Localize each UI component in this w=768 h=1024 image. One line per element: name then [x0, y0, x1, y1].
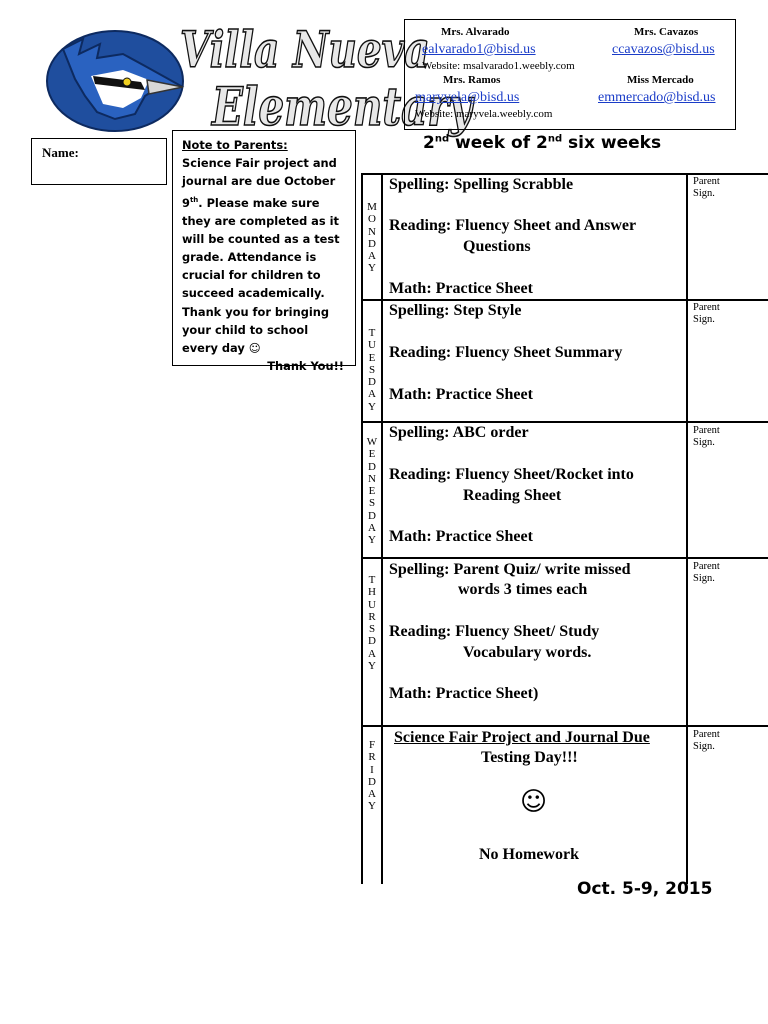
friday-no-homework: No Homework: [479, 846, 579, 863]
note-text: . Please make sure they are completed as…: [182, 195, 340, 356]
math-assignment: Math: Practice Sheet: [389, 280, 533, 297]
friday-project-due: Science Fair Project and Journal Due: [394, 729, 650, 746]
parent-signature-field[interactable]: Parent Sign.: [693, 176, 720, 199]
smiley-icon: ☺: [520, 787, 548, 817]
parent-signature-field[interactable]: Parent Sign.: [693, 425, 720, 448]
school-name-line2: Elementary: [211, 76, 473, 139]
parent-signature-field[interactable]: Parent Sign.: [693, 729, 720, 752]
week-title: 2nd week of 2nd six weeks: [423, 133, 662, 153]
teacher-name: Mrs. Cavazos: [634, 26, 699, 38]
parent-signature-field[interactable]: Parent Sign.: [693, 302, 720, 325]
teacher-name: Mrs. Alvarado: [441, 26, 510, 38]
teacher-email-link[interactable]: ccavazos@bisd.us: [612, 42, 715, 57]
teacher-email-link[interactable]: ealvarado1@bisd.us: [422, 42, 536, 57]
math-assignment: Math: Practice Sheet): [389, 685, 539, 702]
teacher-email-link[interactable]: maryvela@bisd.us: [415, 90, 520, 105]
note-title: Note to Parents:: [182, 138, 288, 152]
math-assignment: Math: Practice Sheet: [389, 386, 533, 403]
math-assignment: Math: Practice Sheet: [389, 528, 533, 545]
note-to-parents-box: Note to Parents: Science Fair project an…: [172, 130, 356, 373]
student-name-box[interactable]: Name:: [31, 138, 167, 185]
blue-jay-mascot-icon: [46, 30, 185, 132]
reading-assignment: Reading: Fluency Sheet/ Study: [389, 623, 600, 640]
reading-assignment-cont: Vocabulary words.: [463, 644, 592, 661]
spelling-assignment: Spelling: Parent Quiz/ write missed: [389, 561, 631, 578]
note-thanks: Thank You!!: [267, 359, 344, 374]
teacher-website: Website: maryvela.weebly.com: [415, 108, 553, 120]
teacher-name: Mrs. Ramos: [443, 74, 501, 86]
reading-assignment-cont: Questions: [463, 238, 531, 255]
spelling-assignment: Spelling: Spelling Scrabble: [389, 176, 574, 193]
reading-assignment: Reading: Fluency Sheet Summary: [389, 344, 623, 361]
spelling-assignment-cont: words 3 times each: [458, 581, 588, 598]
teacher-email-link[interactable]: emmercado@bisd.us: [598, 90, 716, 105]
parent-signature-field[interactable]: Parent Sign.: [693, 561, 720, 584]
note-text-superscript: th: [189, 195, 199, 204]
note-text: Science Fair project and journal are due…: [182, 156, 337, 210]
teacher-website: Website: msalvarado1.weebly.com: [422, 60, 575, 72]
name-label: Name:: [42, 145, 79, 160]
spelling-assignment: Spelling: ABC order: [389, 424, 529, 441]
reading-assignment-cont: Reading Sheet: [463, 487, 562, 504]
spelling-assignment: Spelling: Step Style: [389, 302, 522, 319]
school-name-line1: Villa Nueva: [179, 19, 430, 80]
teacher-contact-box: Mrs. Alvarado Mrs. Cavazos ealvarado1@bi…: [404, 19, 736, 130]
reading-assignment: Reading: Fluency Sheet and Answer: [389, 217, 637, 234]
friday-testing-day: Testing Day!!!: [481, 749, 578, 766]
reading-assignment: Reading: Fluency Sheet/Rocket into: [389, 466, 634, 483]
teacher-name: Miss Mercado: [627, 74, 694, 86]
week-date-range: Oct. 5-9, 2015: [577, 879, 713, 899]
